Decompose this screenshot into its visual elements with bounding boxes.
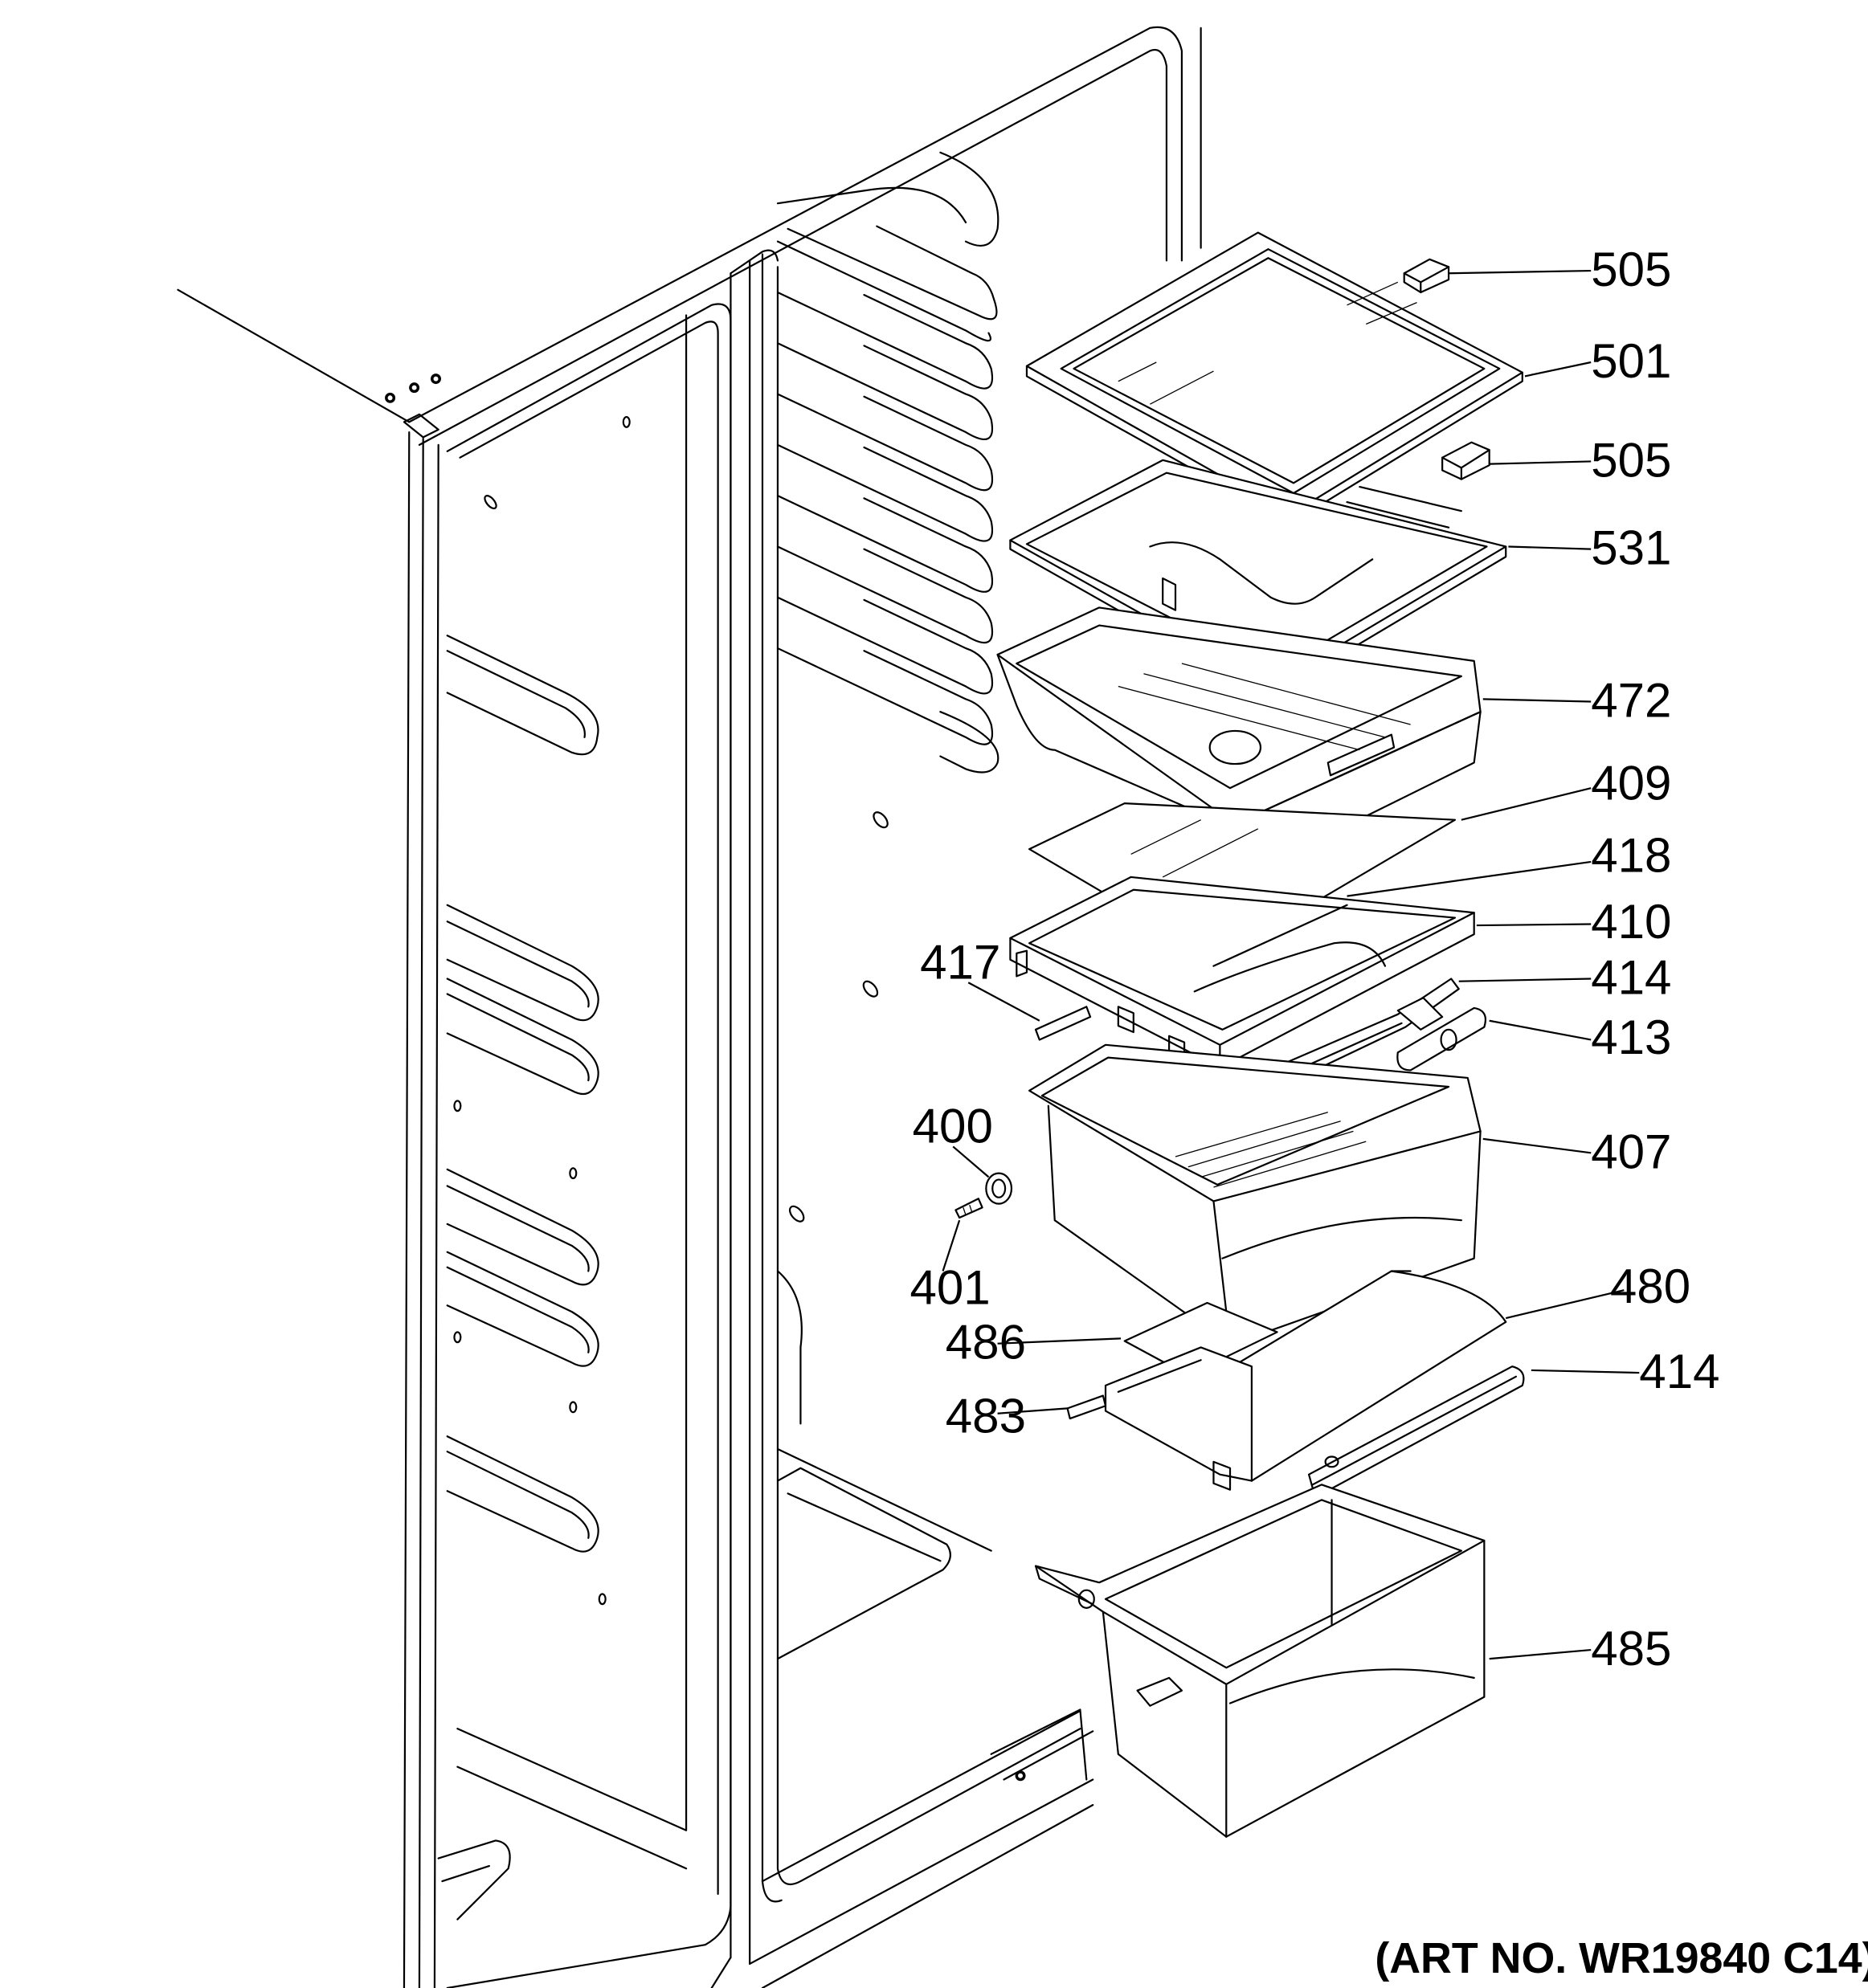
part-414-trim-lower [1309,1366,1523,1497]
part-407-crisper-drawer [1029,1045,1480,1345]
part-400-roller [986,1174,1012,1204]
part-413-humidity-slide [1397,998,1486,1070]
callout-485: 485 [1591,1622,1671,1676]
freezer-shelf-ribs [448,635,599,1551]
callout-410: 410 [1591,895,1671,949]
callout-472: 472 [1591,674,1671,728]
callout-401: 401 [909,1261,990,1315]
callout-483: 483 [946,1389,1026,1443]
callout-480: 480 [1610,1259,1690,1313]
part-410-crisper-cover-frame [1010,877,1474,1067]
part-483-pan-slide-rail [1068,1396,1106,1419]
part-401-screw [955,1198,982,1218]
callout-414-upper: 414 [1591,950,1671,1004]
callout-labels: 505 501 505 531 472 409 418 410 414 413 … [909,243,1719,1676]
part-417-slide-rail [1036,1006,1090,1039]
callout-418: 418 [1591,829,1671,883]
callout-505-upper: 505 [1591,243,1671,296]
callout-501: 501 [1591,334,1671,388]
callout-407: 407 [1591,1125,1671,1178]
part-485-meat-pan [1036,1484,1484,1836]
refrigerator-cabinet [178,27,1200,1988]
part-505-clip-lower [1442,443,1490,480]
part-505-clip-upper [1404,259,1449,292]
fresh-food-liner-holes [787,810,890,1224]
callout-486: 486 [946,1316,1026,1370]
callout-413: 413 [1591,1010,1671,1064]
leader-lines [943,271,1640,1659]
art-number: (ART NO. WR19840 C14) [1375,1934,1868,1982]
callout-414-lower: 414 [1639,1345,1719,1398]
freezer-liner-holes [454,417,629,1604]
callout-409: 409 [1591,756,1671,810]
callout-505-lower: 505 [1591,433,1671,487]
callout-400: 400 [913,1100,993,1153]
part-pan-cover-frame [1106,1347,1252,1489]
fresh-food-shelf-ribs [778,153,998,773]
callout-417: 417 [920,935,1000,989]
callout-531: 531 [1591,521,1671,575]
